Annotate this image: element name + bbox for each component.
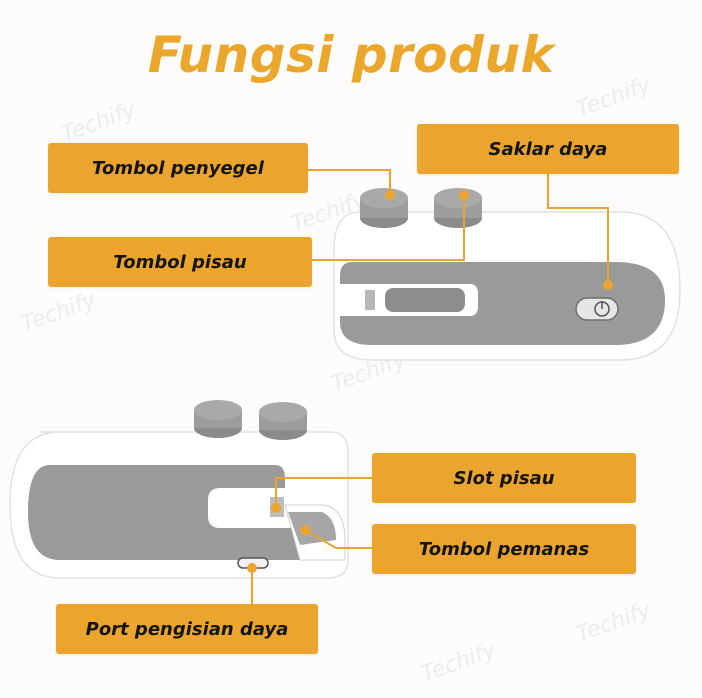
- label-power-switch: Saklar daya: [417, 124, 679, 174]
- page-title: Fungsi produk: [147, 26, 555, 84]
- label-knife-slot: Slot pisau: [372, 453, 636, 503]
- label-heater-button: Tombol pemanas: [372, 524, 636, 574]
- label-knife-button: Tombol pisau: [48, 237, 312, 287]
- label-charging-port: Port pengisian daya: [56, 604, 318, 654]
- top-device: [333, 188, 681, 361]
- label-sealer-button: Tombol penyegel: [48, 143, 308, 193]
- bottom-device: [9, 400, 349, 579]
